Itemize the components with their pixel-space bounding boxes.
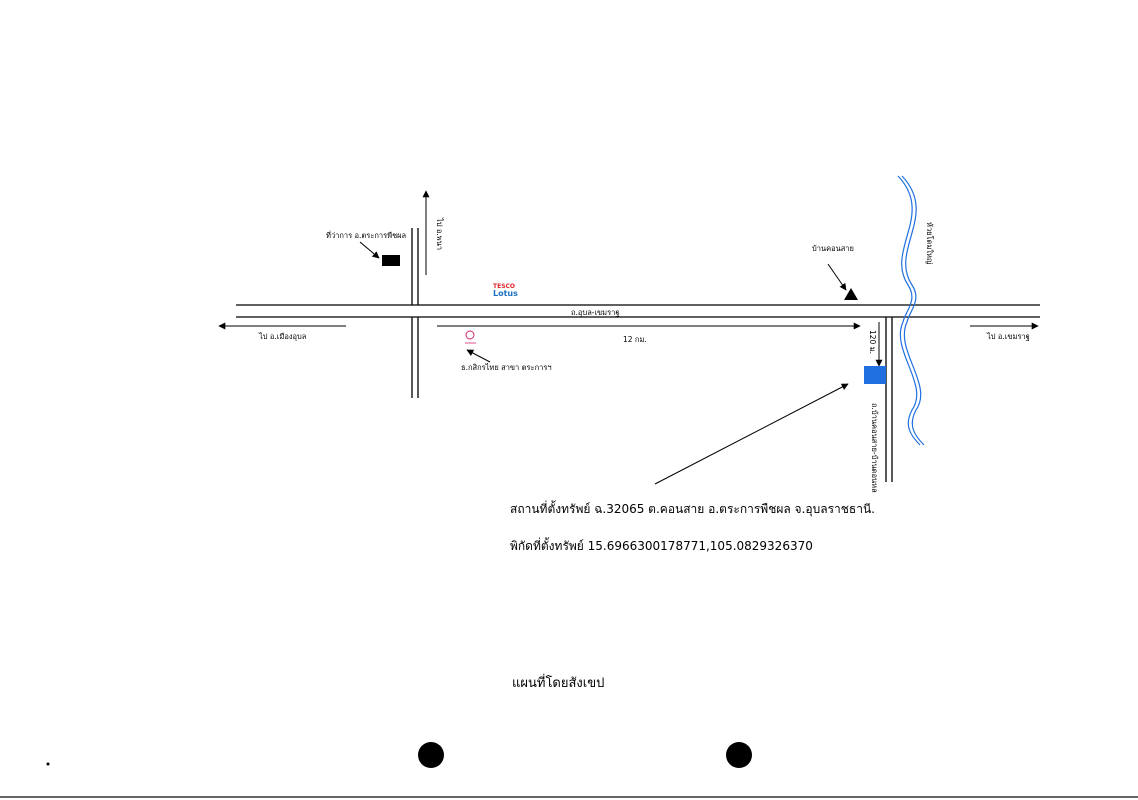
- scan-edge: [0, 796, 1138, 798]
- to-north-label: ไป อ.พนา: [435, 217, 444, 250]
- property-coordinates: พิกัดที่ตั้งทรัพย์ 15.6966300178771,105.…: [510, 539, 813, 553]
- village-label: บ้านคอนสาย: [812, 244, 854, 253]
- tesco-logo-top: TESCO: [493, 283, 515, 290]
- punch-hole-left: [418, 742, 444, 768]
- district-office-label: ที่ว่าการ อ.ตระการพืชผล: [326, 230, 406, 240]
- bank-label: ธ.กสิกรไทย สาขา ตระการฯ: [461, 363, 552, 372]
- map-title: แผนที่โดยสังเขป: [512, 676, 605, 691]
- pointer-property: [654, 383, 849, 485]
- cross-road: [411, 228, 419, 398]
- side-road-label: ถ.บ้านคอนสาย-บ้านดอนหล: [870, 403, 879, 493]
- pointer-bank: [466, 349, 491, 363]
- to-east-label: ไป อ.เขมราฐ: [986, 332, 1030, 341]
- tesco-logo-bottom: Lotus: [493, 289, 518, 298]
- river: [897, 175, 925, 446]
- pointer-district-office: [359, 241, 380, 259]
- target-property-marker: [864, 366, 886, 384]
- main-road-label: ถ.อุบล-เขมราฐ: [571, 308, 620, 317]
- side-road: [885, 317, 893, 482]
- distance-main-label: 12 กม.: [623, 335, 647, 344]
- pointer-village: [827, 263, 847, 291]
- district-office-marker: [382, 255, 400, 266]
- distance-side-label: 120 ม.: [868, 330, 877, 354]
- village-marker-icon: [844, 288, 858, 300]
- bank-logo-icon: [465, 330, 476, 344]
- punch-hole-right: [726, 742, 752, 768]
- property-address: สถานที่ตั้งทรัพย์ ฉ.32065 ต.คอนสาย อ.ตระ…: [510, 502, 875, 516]
- to-west-label: ไป อ.เมืองอุบล: [258, 332, 306, 341]
- main-road: [236, 304, 1040, 318]
- river-label: ห้วยโดมใหญ่: [925, 222, 934, 264]
- scan-speck: [46, 762, 50, 766]
